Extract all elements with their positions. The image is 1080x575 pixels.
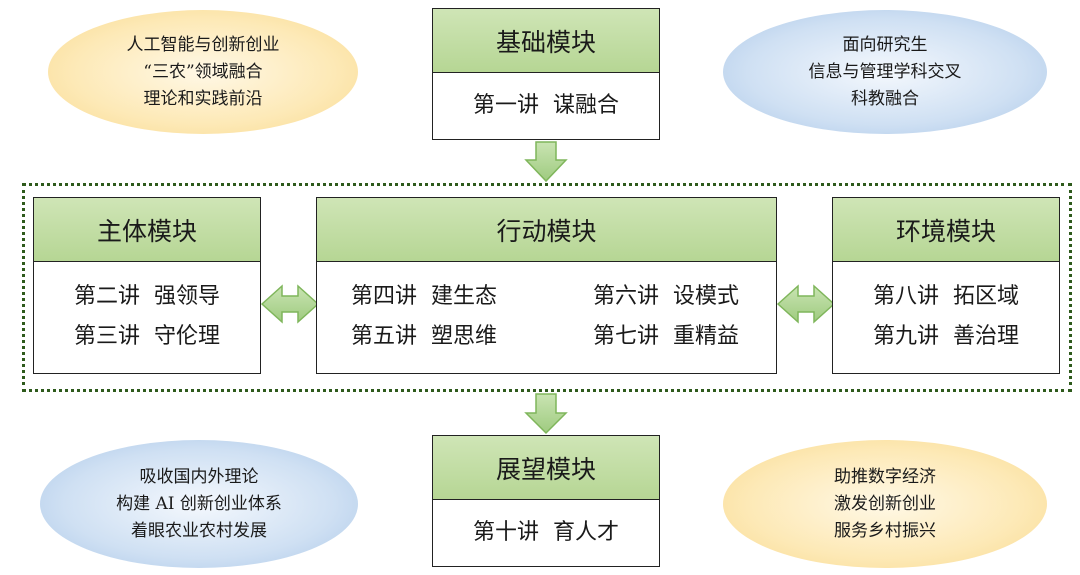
ellipse-line: “三农”领域融合 — [143, 61, 263, 82]
top-left-ellipse: 人工智能与创新创业 “三农”领域融合 理论和实践前沿 — [48, 10, 358, 134]
ellipse-line: 吸收国内外理论 — [139, 466, 259, 487]
lecture-item: 第二讲强领导 — [74, 277, 220, 317]
lecture-topic: 谋融合 — [553, 92, 620, 118]
lecture-number: 第八讲 — [872, 284, 939, 309]
subject-module: 主体模块 第二讲强领导 第三讲守伦理 — [33, 197, 261, 374]
lecture-number: 第四讲 — [350, 284, 417, 309]
ellipse-line: 构建 AI 创新创业体系 — [116, 493, 282, 514]
ellipse-line: 科教融合 — [851, 88, 919, 109]
module-title: 主体模块 — [34, 198, 260, 262]
lecture-item: 第七讲重精益 — [593, 317, 739, 357]
ellipse-line: 信息与管理学科交叉 — [808, 61, 962, 82]
ellipse-line: 人工智能与创新创业 — [126, 34, 280, 55]
lecture-topic: 强领导 — [154, 284, 221, 309]
foundation-module: 基础模块 第一讲谋融合 — [432, 8, 660, 140]
ellipse-line: 理论和实践前沿 — [143, 88, 263, 109]
lecture-topic: 守伦理 — [154, 324, 221, 349]
action-module: 行动模块 第四讲建生态 第五讲塑思维 第六讲设模式 第七讲重精益 — [316, 197, 777, 374]
lecture-item: 第三讲守伦理 — [74, 317, 220, 357]
lecture-item: 第五讲塑思维 — [351, 317, 497, 357]
module-title: 基础模块 — [433, 9, 659, 73]
action-layer-frame — [22, 183, 1072, 392]
lecture-topic: 塑思维 — [431, 324, 498, 349]
lecture-item: 第一讲谋融合 — [473, 86, 619, 126]
lecture-number: 第九讲 — [872, 324, 939, 349]
lecture-number: 第五讲 — [350, 324, 417, 349]
lecture-number: 第一讲 — [472, 92, 539, 118]
lecture-topic: 重精益 — [673, 324, 740, 349]
bottom-right-ellipse: 助推数字经济 激发创新创业 服务乡村振兴 — [723, 440, 1047, 568]
lecture-topic: 育人才 — [553, 519, 620, 545]
bottom-left-ellipse: 吸收国内外理论 构建 AI 创新创业体系 着眼农业农村发展 — [40, 440, 358, 568]
ellipse-line: 激发创新创业 — [834, 493, 936, 514]
ellipse-line: 着眼农业农村发展 — [131, 520, 267, 541]
lecture-number: 第七讲 — [592, 324, 659, 349]
down-arrow-icon — [524, 141, 568, 183]
ellipse-line: 服务乡村振兴 — [834, 520, 936, 541]
lecture-topic: 设模式 — [673, 284, 740, 309]
lecture-item: 第六讲设模式 — [593, 277, 739, 317]
down-arrow-icon — [524, 393, 568, 435]
lecture-topic: 建生态 — [431, 284, 498, 309]
lecture-number: 第二讲 — [73, 284, 140, 309]
lecture-item: 第四讲建生态 — [351, 277, 497, 317]
top-right-ellipse: 面向研究生 信息与管理学科交叉 科教融合 — [723, 10, 1047, 134]
lecture-number: 第六讲 — [592, 284, 659, 309]
lecture-item: 第十讲育人才 — [473, 513, 619, 553]
module-title: 环境模块 — [833, 198, 1059, 262]
module-title: 展望模块 — [433, 436, 659, 500]
lecture-number: 第三讲 — [73, 324, 140, 349]
environment-module: 环境模块 第八讲拓区域 第九讲善治理 — [832, 197, 1060, 374]
module-title: 行动模块 — [317, 198, 776, 262]
ellipse-line: 面向研究生 — [842, 34, 928, 55]
outlook-module: 展望模块 第十讲育人才 — [432, 435, 660, 567]
ellipse-line: 助推数字经济 — [834, 466, 936, 487]
lecture-number: 第十讲 — [472, 519, 539, 545]
lecture-item: 第八讲拓区域 — [873, 277, 1019, 317]
lecture-item: 第九讲善治理 — [873, 317, 1019, 357]
lecture-topic: 善治理 — [953, 324, 1020, 349]
lecture-topic: 拓区域 — [953, 284, 1020, 309]
